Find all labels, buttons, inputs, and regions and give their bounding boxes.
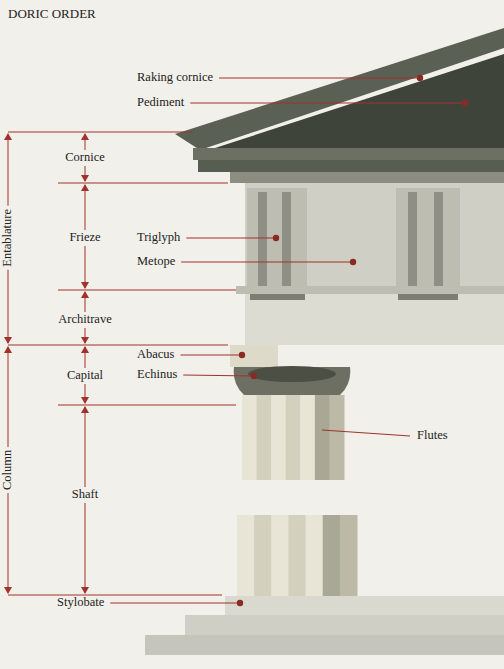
frieze [245,183,504,288]
part-label: Triglyph [134,230,183,246]
part-label: Cornice [62,150,108,166]
part-label: Entablature [0,206,16,270]
echinus [248,366,336,382]
triglyph [247,188,460,286]
taenia [236,286,504,294]
leader-line [190,102,465,103]
part-label: Column [0,447,16,493]
part-label: Architrave [55,312,114,328]
echinus [234,367,351,395]
part-label: Pediment [134,95,187,111]
part-label: Shaft [69,487,101,503]
cornice [193,148,504,160]
leader-dot [239,352,245,358]
pediment-tympanum [215,54,504,150]
step [145,635,504,655]
leader-dot [417,75,423,81]
part-label: Echinus [134,367,180,383]
shaft-lower [237,515,358,596]
leader-line [186,237,276,238]
part-label: Capital [64,368,106,384]
cornice [198,160,504,172]
raking-cornice [175,28,504,150]
leader-line [110,602,240,603]
part-label: Abacus [134,347,178,363]
shaft-upper [242,395,345,480]
stylobate [225,596,504,615]
abacus [230,345,278,367]
part-label: Stylobate [54,595,107,611]
leader-line [183,375,254,376]
part-label: Flutes [414,428,451,444]
part-label: Metope [134,254,178,270]
leader-line [181,354,243,355]
regula [250,294,458,300]
dimension-lines [8,132,236,595]
part-label: Frieze [66,230,103,246]
part-label: Raking cornice [134,70,216,86]
leader-dot [237,600,243,606]
leader-dot [273,235,279,241]
title: DORIC ORDER [8,6,96,22]
leader-line [322,430,410,436]
leader-dot [251,373,257,379]
leader-line [181,261,353,262]
step [185,615,504,635]
architrave [245,294,504,345]
leader-dot [350,259,356,265]
cornice [230,172,504,183]
leader-line [219,77,420,78]
leader-dot [462,100,468,106]
